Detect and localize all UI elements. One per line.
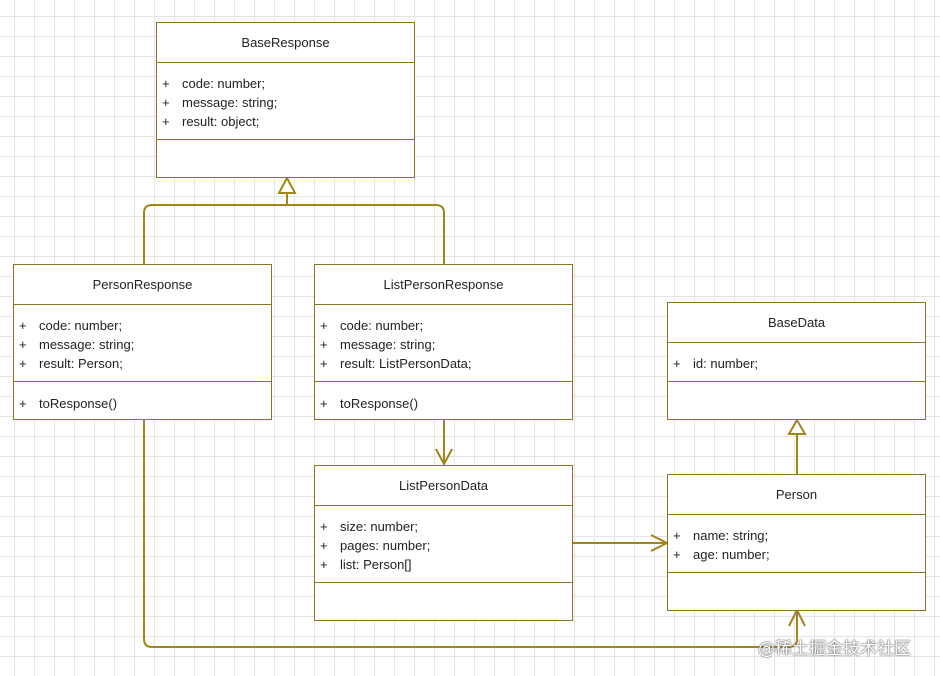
class-list-person-response[interactable]: ListPersonResponse + code: number; + messa… xyxy=(314,264,573,420)
visibility-marker: + xyxy=(19,318,27,333)
attribute-text: id: number; xyxy=(693,356,759,371)
generalization-line-person-response xyxy=(143,193,288,265)
attribute-text: code: number; xyxy=(182,76,266,91)
attribute: + list: Person[] xyxy=(315,555,572,574)
class-person-response[interactable]: PersonResponse + code: number; + message: … xyxy=(13,264,272,420)
attribute-text: code: number; xyxy=(39,318,123,333)
class-name: PersonResponse xyxy=(14,265,271,305)
attributes-compartment: + size: number; + pages: number; + list: Pe… xyxy=(315,506,572,583)
watermark: @稀土掘金技术社区 xyxy=(758,639,911,659)
generalization-arrowhead xyxy=(787,417,807,435)
generalization-line-list-person-response xyxy=(287,204,445,265)
attribute-text: code: number; xyxy=(340,318,424,333)
class-name: BaseResponse xyxy=(157,23,414,63)
attribute-text: pages: number; xyxy=(340,538,431,553)
attribute: + result: ListPersonData; xyxy=(315,354,572,373)
attribute: + message: string; xyxy=(14,335,271,354)
visibility-marker: + xyxy=(19,356,27,371)
visibility-marker: + xyxy=(162,114,170,129)
visibility-marker: + xyxy=(673,547,681,562)
visibility-marker: + xyxy=(673,356,681,371)
operation-text: toResponse() xyxy=(340,396,419,411)
attributes-compartment: + id: number; xyxy=(668,343,925,382)
attribute: + message: string; xyxy=(157,93,414,112)
operation: + toResponse() xyxy=(14,394,271,413)
attributes-compartment: + code: number; + message: string; + result… xyxy=(14,305,271,382)
visibility-marker: + xyxy=(320,538,328,553)
class-name: Person xyxy=(668,475,925,515)
operations-compartment xyxy=(315,583,572,595)
visibility-marker: + xyxy=(162,76,170,91)
attribute: + id: number; xyxy=(668,354,925,373)
attribute: + result: Person; xyxy=(14,354,271,373)
visibility-marker: + xyxy=(162,95,170,110)
attribute: + age: number; xyxy=(668,545,925,564)
attribute-text: name: string; xyxy=(693,528,769,543)
visibility-marker: + xyxy=(320,519,328,534)
attribute: + message: string; xyxy=(315,335,572,354)
attribute: + code: number; xyxy=(14,316,271,335)
visibility-marker: + xyxy=(320,557,328,572)
generalization-arrowhead xyxy=(277,175,297,194)
attribute-text: message: string; xyxy=(340,337,436,352)
operation: + toResponse() xyxy=(315,394,572,413)
attribute-text: result: ListPersonData; xyxy=(340,356,472,371)
class-list-person-data[interactable]: ListPersonData + size: number; + pages: nu… xyxy=(314,465,573,621)
class-person[interactable]: Person + name: string; + age: number; xyxy=(667,474,926,611)
attribute-text: size: number; xyxy=(340,519,419,534)
attribute-text: age: number; xyxy=(693,547,770,562)
operations-compartment xyxy=(668,573,925,585)
operations-compartment: + toResponse() xyxy=(14,382,271,413)
attribute-text: result: Person; xyxy=(39,356,123,371)
attributes-compartment: + code: number; + message: string; + result… xyxy=(157,63,414,140)
visibility-marker: + xyxy=(320,318,328,333)
operation-text: toResponse() xyxy=(39,396,118,411)
visibility-marker: + xyxy=(320,337,328,352)
attribute: + result: object; xyxy=(157,112,414,131)
class-base-response[interactable]: BaseResponse + code: number; + message: st… xyxy=(156,22,415,178)
attribute: + name: string; xyxy=(668,526,925,545)
visibility-marker: + xyxy=(320,356,328,371)
attribute-text: result: object; xyxy=(182,114,260,129)
visibility-marker: + xyxy=(320,396,328,411)
visibility-marker: + xyxy=(19,396,27,411)
open-arrowhead xyxy=(435,448,453,467)
operations-compartment xyxy=(157,140,414,152)
association-line-person-response-to-person xyxy=(143,420,798,648)
attributes-compartment: + code: number; + message: string; + result… xyxy=(315,305,572,382)
attribute-text: list: Person[] xyxy=(340,557,412,572)
attribute: + size: number; xyxy=(315,517,572,536)
attributes-compartment: + name: string; + age: number; xyxy=(668,515,925,573)
attribute: + code: number; xyxy=(315,316,572,335)
attribute-text: message: string; xyxy=(182,95,278,110)
attribute-text: message: string; xyxy=(39,337,135,352)
class-base-data[interactable]: BaseData + id: number; xyxy=(667,302,926,420)
class-name: BaseData xyxy=(668,303,925,343)
attribute: + code: number; xyxy=(157,74,414,93)
class-name: ListPersonData xyxy=(315,466,572,506)
visibility-marker: + xyxy=(673,528,681,543)
operations-compartment: + toResponse() xyxy=(315,382,572,413)
operations-compartment xyxy=(668,382,925,394)
attribute: + pages: number; xyxy=(315,536,572,555)
visibility-marker: + xyxy=(19,337,27,352)
class-name: ListPersonResponse xyxy=(315,265,572,305)
